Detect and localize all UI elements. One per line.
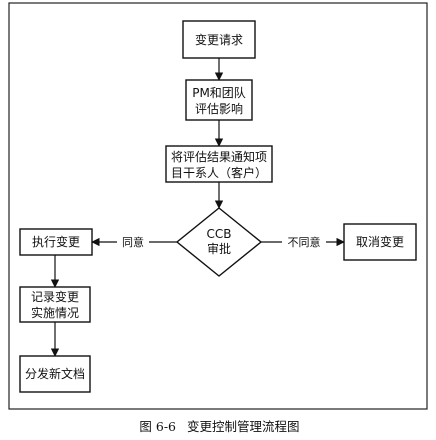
figure-caption-number: 图 6-6	[139, 419, 176, 434]
edge-label-disagree: 不同意	[288, 235, 321, 249]
edge-label-agree: 同意	[122, 235, 144, 249]
node-change-request-label: 变更请求	[195, 32, 243, 47]
node-pm-team-assess-label-2: 评估影响	[195, 101, 243, 116]
node-change-request	[182, 20, 256, 59]
node-cancel-change-label: 取消变更	[356, 234, 404, 249]
node-notify-stakeholders	[165, 145, 273, 183]
node-record-implementation-label-1: 记录变更	[31, 289, 79, 304]
node-ccb-approval-label-2: 审批	[207, 241, 231, 256]
node-ccb-approval-label-1: CCB	[207, 227, 232, 241]
agree-label-bg	[117, 233, 149, 249]
node-pm-team-assess-label-1: PM和团队	[192, 85, 246, 100]
disagree-label-bg	[282, 233, 326, 249]
node-execute-change-label: 执行变更	[32, 234, 80, 249]
figure-caption-title: 变更控制管理流程图	[187, 419, 300, 434]
node-record-implementation-label-2: 实施情况	[31, 305, 79, 320]
node-notify-stakeholders-label-1: 将评估结果通知项	[171, 150, 267, 164]
node-pm-team-assess	[185, 79, 253, 121]
node-distribute-docs-label: 分发新文档	[25, 366, 85, 381]
node-cancel-change	[343, 223, 417, 261]
node-record-implementation	[19, 286, 91, 323]
node-notify-stakeholders-label-2: 目干系人（客户）	[171, 165, 267, 180]
node-distribute-docs	[19, 355, 91, 393]
node-execute-change	[19, 228, 93, 256]
diagram-frame	[8, 2, 428, 410]
node-ccb-approval	[175, 207, 263, 277]
